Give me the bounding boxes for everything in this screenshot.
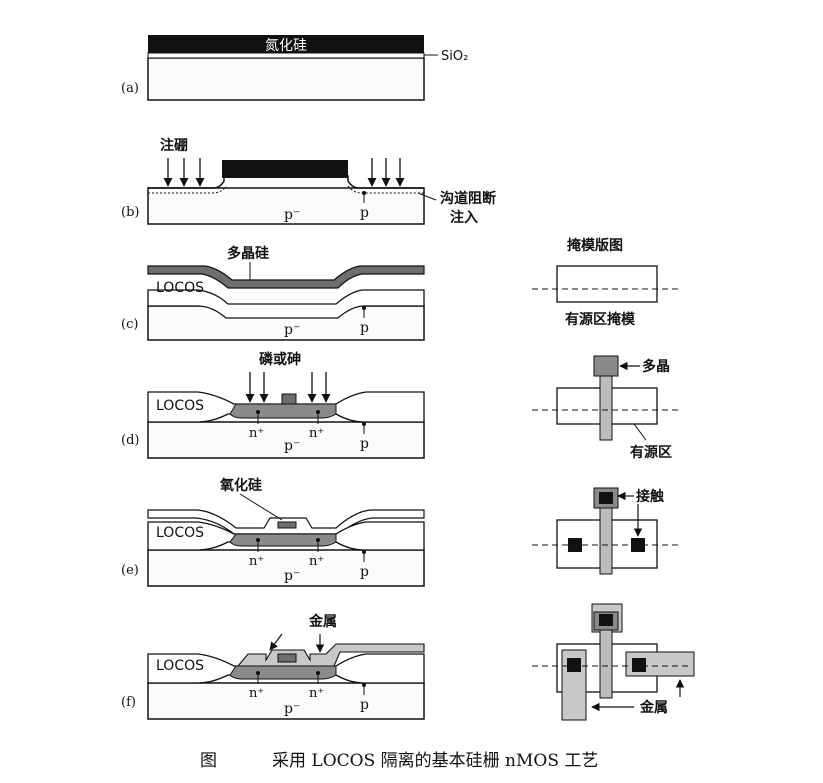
locos-label-f: LOCOS	[156, 658, 204, 674]
locos-label-e: LOCOS	[156, 525, 204, 541]
gate-poly-d	[281, 393, 297, 405]
contact-pad-top-e	[599, 492, 613, 504]
nitride-block-b	[222, 160, 348, 178]
panel-b-label: (b)	[121, 205, 139, 220]
caption-text: 采用 LOCOS 隔离的基本硅栅 nMOS 工艺	[272, 751, 599, 771]
boron-label: 注硼	[160, 137, 188, 154]
n-plus-f1: n⁺	[249, 686, 264, 701]
panel-a: 氮化硅 SiO₂ (a)	[121, 35, 468, 101]
p-label-f: p	[360, 697, 369, 713]
substrate-e	[147, 549, 425, 587]
mask-f: 金属	[532, 603, 695, 721]
panel-d: 磷或砷 LOCOS n⁺ n⁺ p⁻ p (d)	[121, 351, 425, 459]
locos-label-c: LOCOS	[156, 280, 204, 296]
panel-a-label: (a)	[121, 81, 139, 96]
mask-layouts: 掩模版图 有源区掩模 多晶 有源区	[532, 237, 695, 721]
implant-layer-left	[148, 185, 227, 194]
phos-arsenic-label: 磷或砷	[259, 351, 301, 368]
n-plus-region-d	[229, 403, 337, 419]
poly-pad-d	[593, 355, 619, 377]
mask-d: 多晶 有源区	[532, 355, 682, 461]
panel-c-label: (c)	[121, 317, 138, 332]
figure-caption: 图 采用 LOCOS 隔离的基本硅栅 nMOS 工艺	[0, 742, 823, 772]
caption-fig: 图	[200, 751, 217, 771]
n-plus-region-e	[229, 533, 337, 547]
n-plus-region-f	[229, 665, 337, 680]
contact-right-f	[632, 658, 646, 672]
panel-f-label: (f)	[121, 695, 136, 710]
panel-d-label: (d)	[121, 433, 139, 448]
p-minus-b: p⁻	[284, 207, 300, 223]
p-minus-c: p⁻	[284, 322, 300, 338]
nitride-label: 氮化硅	[265, 38, 307, 54]
substrate-a	[147, 57, 425, 101]
p-minus-d: p⁻	[284, 438, 300, 454]
channel-stop-leader	[417, 192, 437, 201]
substrate-b	[147, 187, 425, 225]
gate-poly-e	[277, 521, 297, 529]
metal-label-f: 金属	[308, 613, 337, 630]
mask-c: 有源区掩模	[532, 265, 682, 328]
p-label-d: p	[360, 436, 369, 452]
n-plus-f2: n⁺	[309, 686, 324, 701]
metal-arrow-f1	[269, 633, 283, 651]
p-label-c: p	[360, 320, 369, 336]
active-region-leader	[633, 423, 647, 441]
channel-stop-label-1: 沟道阻断	[440, 190, 496, 207]
substrate-f	[147, 682, 425, 720]
poly-gate-mask-e	[599, 499, 613, 575]
n-plus-e1: n⁺	[249, 554, 264, 569]
panel-e: 氧化硅 LOCOS n⁺ n⁺ p⁻ p (e)	[121, 477, 425, 587]
poly-label: 多晶	[642, 358, 670, 375]
gate-poly-f	[277, 653, 297, 663]
locos-oxide-c	[147, 289, 425, 319]
p-label-e: p	[360, 564, 369, 580]
metal-mask-label: 金属	[639, 699, 668, 716]
n-plus-d2: n⁺	[309, 426, 324, 441]
nitride-layer-a	[148, 35, 424, 53]
active-region-mask-c	[556, 265, 658, 303]
panel-e-label: (e)	[121, 563, 139, 578]
active-mask-label: 有源区掩模	[565, 311, 636, 328]
n-plus-e2: n⁺	[309, 554, 324, 569]
mask-e: 接触	[532, 487, 682, 575]
oxide-leader	[239, 493, 283, 521]
implant-layer-right	[347, 185, 424, 194]
poly-gate-mask-f	[599, 625, 613, 699]
p-minus-e: p⁻	[284, 568, 300, 584]
p-minus-f: p⁻	[284, 701, 300, 717]
sio2-label: SiO₂	[441, 49, 468, 64]
channel-stop-label-2: 注入	[450, 209, 478, 226]
contact-pad-top-f	[599, 614, 613, 626]
locos-label-d: LOCOS	[156, 398, 204, 414]
panel-b: 注硼 p⁻ p 沟道阻断 注入 (b)	[121, 137, 496, 226]
p-label-b: p	[360, 205, 369, 221]
oxide-label: 氧化硅	[219, 477, 262, 494]
polysilicon-label: 多晶硅	[227, 245, 269, 262]
panel-c: 多晶硅 LOCOS p⁻ p (c)	[121, 245, 425, 341]
polysilicon-layer	[147, 265, 425, 289]
contact-left-f	[567, 658, 581, 672]
substrate-d	[147, 421, 425, 459]
poly-gate-mask-d	[599, 369, 613, 441]
active-region-label: 有源区	[630, 444, 672, 461]
n-plus-d1: n⁺	[249, 426, 264, 441]
mask-title: 掩模版图	[567, 237, 623, 254]
panel-f: 金属 LOCOS n⁺ n⁺ p⁻ p (f)	[121, 613, 425, 720]
contact-label: 接触	[636, 488, 664, 505]
